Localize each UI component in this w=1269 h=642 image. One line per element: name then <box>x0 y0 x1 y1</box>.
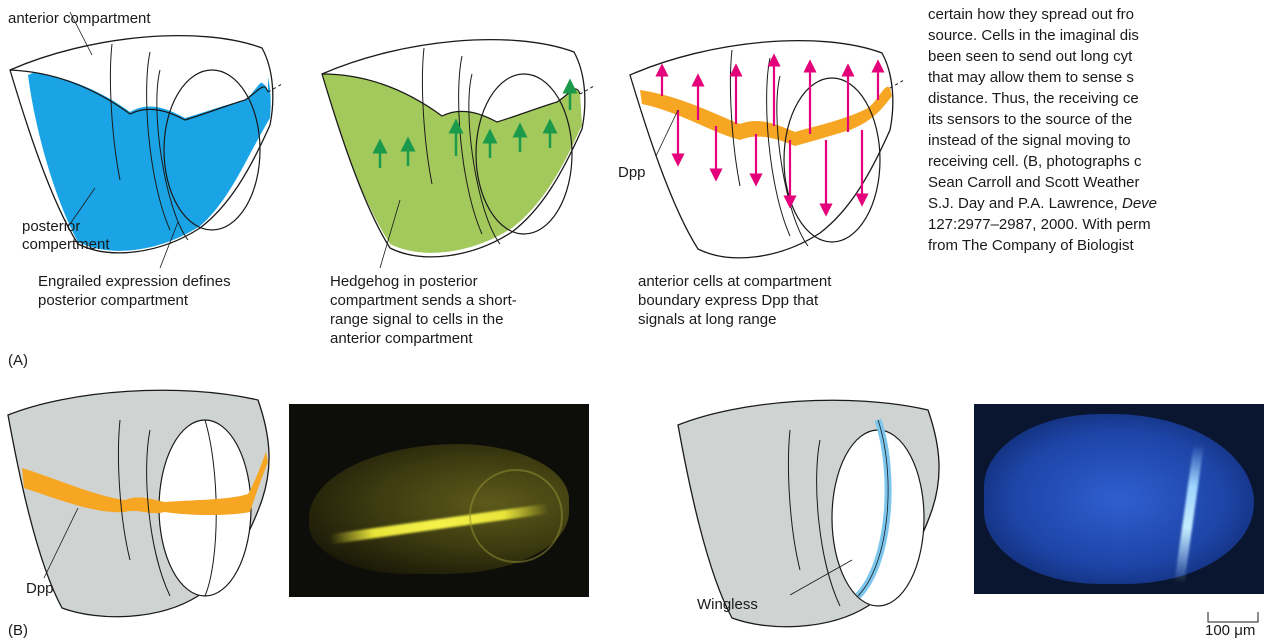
label-posterior-2: compertment <box>22 236 110 254</box>
side-text-line-4: that may allow them to sense s <box>928 67 1269 88</box>
side-text-line-2: source. Cells in the imaginal dis <box>928 25 1269 46</box>
side-text-italic-journal: Deve <box>1122 195 1157 212</box>
scale-bar <box>1208 612 1258 622</box>
side-text-line-7: instead of the signal moving to <box>928 130 1269 151</box>
caption-dpp-line-1: anterior cells at compartment <box>638 272 831 291</box>
caption-hedgehog-line-3: range signal to cells in the <box>330 310 517 329</box>
caption-hedgehog-line-4: anterior compartment <box>330 329 517 348</box>
caption-engrailed: Engrailed expression defines posterior c… <box>38 272 231 310</box>
dpp-fluorescence-photo <box>289 404 589 597</box>
caption-dpp-line-3: signals at long range <box>638 310 831 329</box>
panel-label-a: (A) <box>8 352 28 370</box>
wing-disc-wingless <box>678 400 939 626</box>
caption-hedgehog: Hedgehog in posterior compartment sends … <box>330 272 517 348</box>
side-text-line-12: from The Company of Biologist <box>928 235 1269 256</box>
caption-engrailed-line-2: posterior compartment <box>38 291 231 310</box>
caption-hedgehog-line-2: compartment sends a short- <box>330 291 517 310</box>
caption-dpp-line-2: boundary express Dpp that <box>638 291 831 310</box>
side-text-line-1: certain how they spread out fro <box>928 4 1269 25</box>
side-caption-text: certain how they spread out fro source. … <box>928 4 1269 304</box>
label-dpp-a: Dpp <box>618 164 646 182</box>
caption-dpp: anterior cells at compartment boundary e… <box>638 272 831 329</box>
side-text-line-3: been seen to send out long cyt <box>928 46 1269 67</box>
side-text-line-5: distance. Thus, the receiving ce <box>928 88 1269 109</box>
side-text-line-8: receiving cell. (B, photographs c <box>928 151 1269 172</box>
side-text-line-6: its sensors to the source of the <box>928 109 1269 130</box>
hedgehog-compartment-fill <box>322 74 582 253</box>
wing-disc-hedgehog <box>322 40 594 268</box>
label-wingless: Wingless <box>697 596 758 614</box>
caption-hedgehog-line-1: Hedgehog in posterior <box>330 272 517 291</box>
wingless-fluorescence-photo <box>974 404 1264 594</box>
side-text-line-9: Sean Carroll and Scott Weather <box>928 172 1269 193</box>
label-dpp-b: Dpp <box>26 580 54 598</box>
wing-disc-dpp-signal <box>630 41 904 258</box>
panel-label-b: (B) <box>8 622 28 640</box>
label-scale-bar: 100 μm <box>1205 622 1255 640</box>
side-text-line-11: 127:2977–2987, 2000. With perm <box>928 214 1269 235</box>
side-text-line-10: S.J. Day and P.A. Lawrence, Deve <box>928 193 1269 214</box>
side-text-line-10-main: S.J. Day and P.A. Lawrence, <box>928 195 1122 212</box>
label-anterior-compartment: anterior compartment <box>8 10 151 28</box>
label-posterior-1: posterior <box>22 218 80 236</box>
caption-engrailed-line-1: Engrailed expression defines <box>38 272 231 291</box>
